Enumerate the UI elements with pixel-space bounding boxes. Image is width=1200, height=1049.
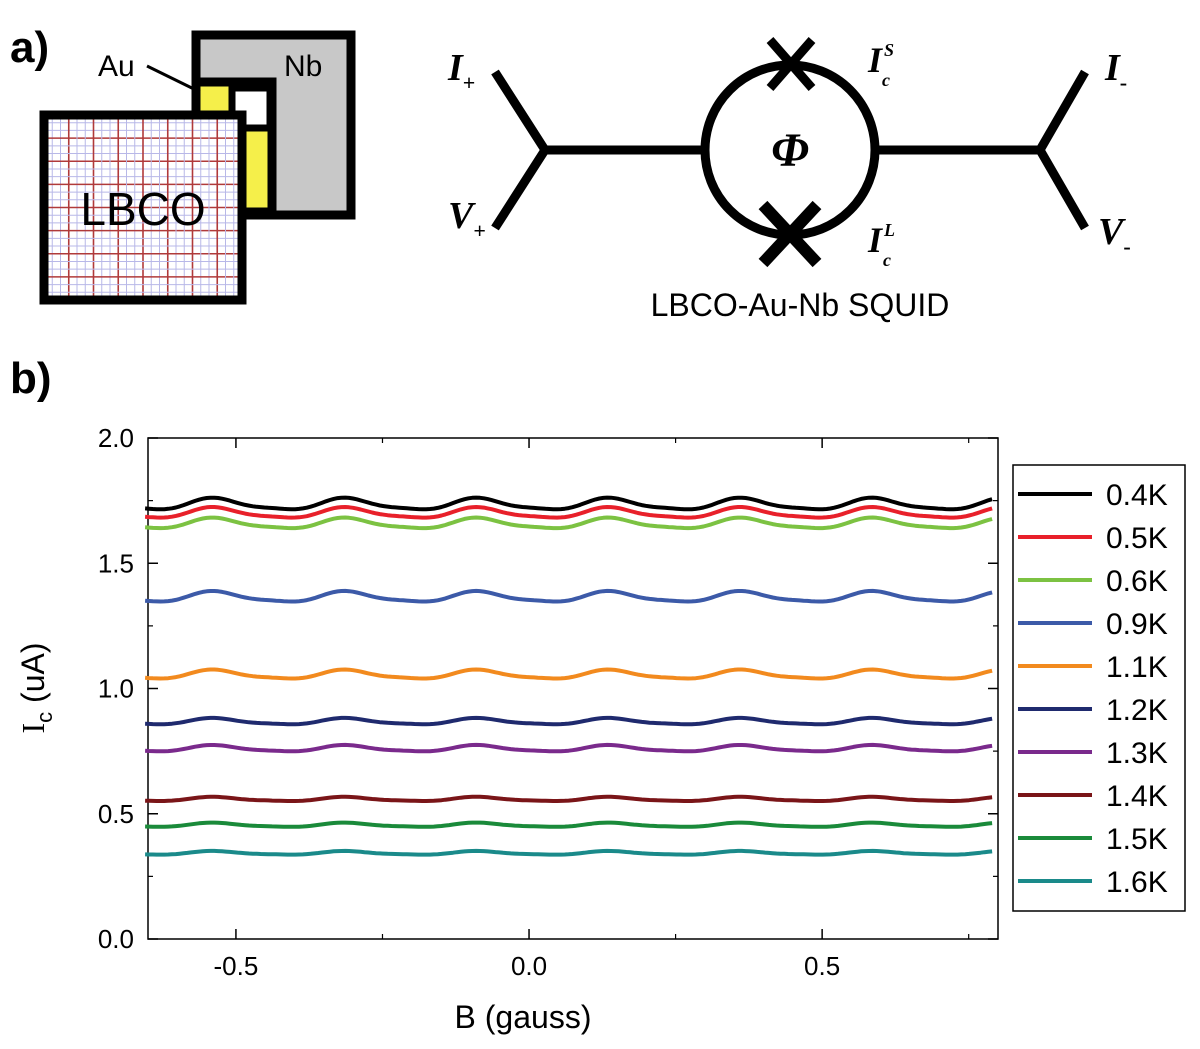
- legend-label: 1.3K: [1106, 737, 1168, 770]
- lbco-crystal: LBCO: [39, 110, 247, 305]
- legend: 0.4K 0.5K 0.6K 0.9K 1.1K 1.2K 1.3K 1.4K 1.5K 1.6K: [1012, 464, 1186, 912]
- legend-label: 1.5K: [1106, 823, 1168, 856]
- series-line-1.4K: [145, 794, 993, 803]
- right-lead-lower: [1036, 147, 1089, 231]
- left-lead-upper: [491, 69, 549, 153]
- axis-ticks: 0.0 0.5 1.0 1.5 2.0 -0.5 0.0 0.5: [98, 423, 998, 981]
- chart: 0.0 0.5 1.0 1.5 2.0 -0.5 0.0 0.5 B (gauss) Ic (…: [15, 423, 1186, 1035]
- y-axis-label: Ic (uA): [15, 643, 57, 734]
- nb-label: Nb: [284, 50, 322, 83]
- y-tick-label: 1.5: [98, 548, 134, 578]
- y-tick-label: 1.0: [98, 674, 134, 704]
- legend-label: 1.6K: [1106, 866, 1168, 899]
- x-tick-label: 0.5: [804, 951, 840, 981]
- x-tick-label: -0.5: [214, 951, 259, 981]
- legend-label: 0.4K: [1106, 479, 1168, 512]
- v-minus-label: V-: [1098, 211, 1131, 259]
- y-tick-label: 0.5: [98, 799, 134, 829]
- v-plus-label: V+: [448, 195, 486, 243]
- legend-label: 1.1K: [1106, 651, 1168, 684]
- i-minus-label: I-: [1104, 47, 1127, 95]
- y-tick-label: 2.0: [98, 423, 134, 453]
- i-plus-label: I+: [447, 47, 475, 95]
- series-line-0.5K: [144, 505, 993, 520]
- junction-small-icon: [766, 37, 816, 91]
- series-line-1.3K: [144, 742, 993, 754]
- au-pointer: [146, 64, 201, 94]
- legend-label: 0.5K: [1106, 522, 1168, 555]
- series-line-1.2K: [145, 715, 993, 727]
- series-line-1.5K: [145, 820, 993, 829]
- left-lead-lower: [491, 147, 549, 231]
- au-label: Au: [98, 50, 135, 83]
- squid-circuit: [491, 37, 1089, 268]
- legend-label: 1.4K: [1106, 780, 1168, 813]
- legend-label: 0.6K: [1106, 565, 1168, 598]
- y-tick-label: 0.0: [98, 924, 134, 954]
- lbco-grid: [44, 115, 242, 300]
- series-line-0.9K: [144, 588, 993, 604]
- squid-caption: LBCO-Au-Nb SQUID: [651, 287, 950, 323]
- flux-phi-label: Φ: [771, 124, 809, 177]
- panel-a-label: a): [10, 23, 49, 72]
- plot-frame: [147, 437, 999, 940]
- series-line-0.6K: [144, 515, 993, 531]
- au-window: [228, 84, 274, 132]
- series-line-1.1K: [144, 667, 993, 681]
- panel-b-label: b): [10, 354, 52, 403]
- junction-large-icon: [758, 200, 822, 268]
- right-lead-upper: [1036, 69, 1089, 153]
- lbco-label: LBCO: [80, 183, 205, 235]
- legend-label: 1.2K: [1106, 694, 1168, 727]
- series-line-1.6K: [145, 848, 993, 857]
- legend-label: 0.9K: [1106, 608, 1168, 641]
- series-line-0.4K: [144, 495, 993, 512]
- x-tick-label: 0.0: [511, 951, 547, 981]
- device-schematic: Nb Au LBCO: [39, 30, 356, 305]
- x-axis-label: B (gauss): [455, 999, 592, 1035]
- series-lines: [144, 495, 993, 857]
